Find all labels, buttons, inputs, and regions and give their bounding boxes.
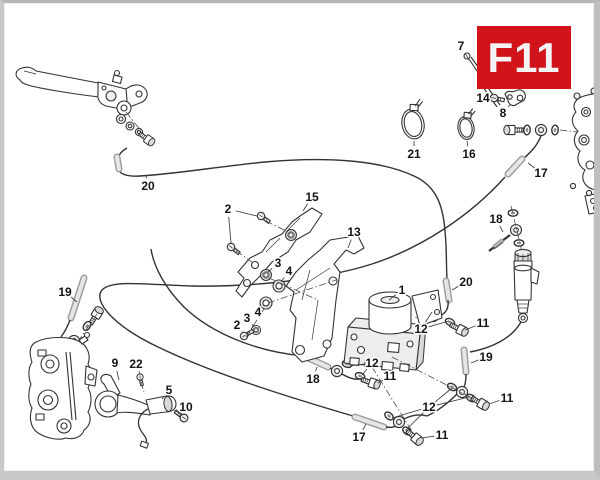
callout-leader-line <box>138 371 141 375</box>
callout-leader-line <box>466 140 469 147</box>
callout-leader-line <box>361 368 368 376</box>
callout-leader-line <box>280 277 285 283</box>
callout-leader-line <box>464 325 476 331</box>
callout-leader-line <box>527 162 535 169</box>
callout-leader-line <box>362 423 367 431</box>
callout-leader-line <box>405 412 424 431</box>
part-callout: 11 <box>436 428 449 442</box>
figure-code-badge: F11 <box>477 26 571 89</box>
part-callout: 8 <box>500 106 507 120</box>
part-callout: 1 <box>399 283 406 297</box>
abs-sensor-group <box>94 372 191 449</box>
callout-leader-line <box>464 52 470 61</box>
mounting-bracket-15 <box>225 207 323 298</box>
part-callout: 18 <box>489 212 503 226</box>
rear-brake-hose-17 <box>99 123 587 448</box>
callout-leader-line <box>428 320 450 328</box>
callout-leader-line <box>347 239 352 249</box>
part-callout: 20 <box>141 179 155 193</box>
callout-leader-line <box>388 294 396 301</box>
part-callout: 19 <box>58 285 72 299</box>
callout-leader-line <box>315 366 318 372</box>
part-callout: 21 <box>407 147 421 161</box>
part-callout: 4 <box>286 264 293 278</box>
callout-leader-line <box>70 296 78 303</box>
part-callout: 22 <box>129 357 143 371</box>
callout-leader-line <box>267 268 273 273</box>
callout-leader-line <box>436 396 470 406</box>
callout-leader-line <box>302 203 309 212</box>
part-callout: 12 <box>422 400 436 414</box>
master-cylinder-rod-18 <box>488 205 525 253</box>
rear-caliper-hose-19b <box>426 321 522 417</box>
figure-code: F11 <box>487 33 561 81</box>
part-callout: 19 <box>479 350 493 364</box>
part-callout: 17 <box>352 430 366 444</box>
callout-leader-line <box>262 304 265 307</box>
part-callout: 2 <box>234 318 241 332</box>
part-callout: 17 <box>534 166 548 180</box>
callout-leader-line <box>228 216 232 244</box>
band-clamp-21 <box>401 98 425 140</box>
part-callout: 4 <box>255 305 262 319</box>
part-callout: 5 <box>166 383 173 397</box>
part-callout: 9 <box>112 356 119 370</box>
part-callout: 2 <box>225 202 232 216</box>
callout-leader-line <box>116 370 120 381</box>
callout-leader-line <box>161 396 165 400</box>
bracket-fasteners <box>238 269 337 342</box>
part-callout: 7 <box>458 39 465 53</box>
front-brake-lever-assembly <box>15 66 157 148</box>
callout-leader-line <box>235 210 258 217</box>
part-callout: 11 <box>501 391 514 405</box>
part-callout: 12 <box>365 356 379 370</box>
part-callout: 18 <box>306 372 320 386</box>
part-callout: 12 <box>414 322 428 336</box>
part-callout: 15 <box>305 190 319 204</box>
callout-leader-line <box>251 324 255 328</box>
part-callout: 10 <box>179 400 193 414</box>
callout-leader-line <box>507 104 511 108</box>
part-callout: 11 <box>477 316 490 330</box>
callout-leader-line <box>349 363 365 367</box>
rear-master-cylinder <box>513 248 540 324</box>
callout-leader-line <box>391 408 422 419</box>
hose-clamp-8 <box>489 89 526 107</box>
abs-modulator-unit <box>343 289 479 437</box>
rear-brake-caliper-partial <box>569 87 594 215</box>
callout-leader-line <box>424 311 433 323</box>
callout-leader-line <box>145 174 147 179</box>
callout-leader-line <box>421 435 435 439</box>
callout-leader-line <box>377 379 384 384</box>
mounting-bracket-13 <box>285 235 365 363</box>
part-callout: 3 <box>244 311 251 325</box>
front-brake-hose-20 <box>113 147 471 339</box>
part-callout: 16 <box>462 147 476 161</box>
callout-leader-line <box>434 387 453 403</box>
callout-leader-line <box>451 285 460 291</box>
part-callout: 3 <box>275 256 282 270</box>
callout-leader-line <box>488 400 500 405</box>
band-clamp-16 <box>457 108 476 140</box>
front-brake-caliper <box>28 331 98 440</box>
callout-leader-line <box>499 225 504 233</box>
part-callout: 11 <box>384 369 397 383</box>
part-callout: 14 <box>476 91 490 105</box>
callout-leader-line <box>470 359 479 364</box>
part-callout: 20 <box>459 275 473 289</box>
part-callout: 13 <box>347 225 361 239</box>
